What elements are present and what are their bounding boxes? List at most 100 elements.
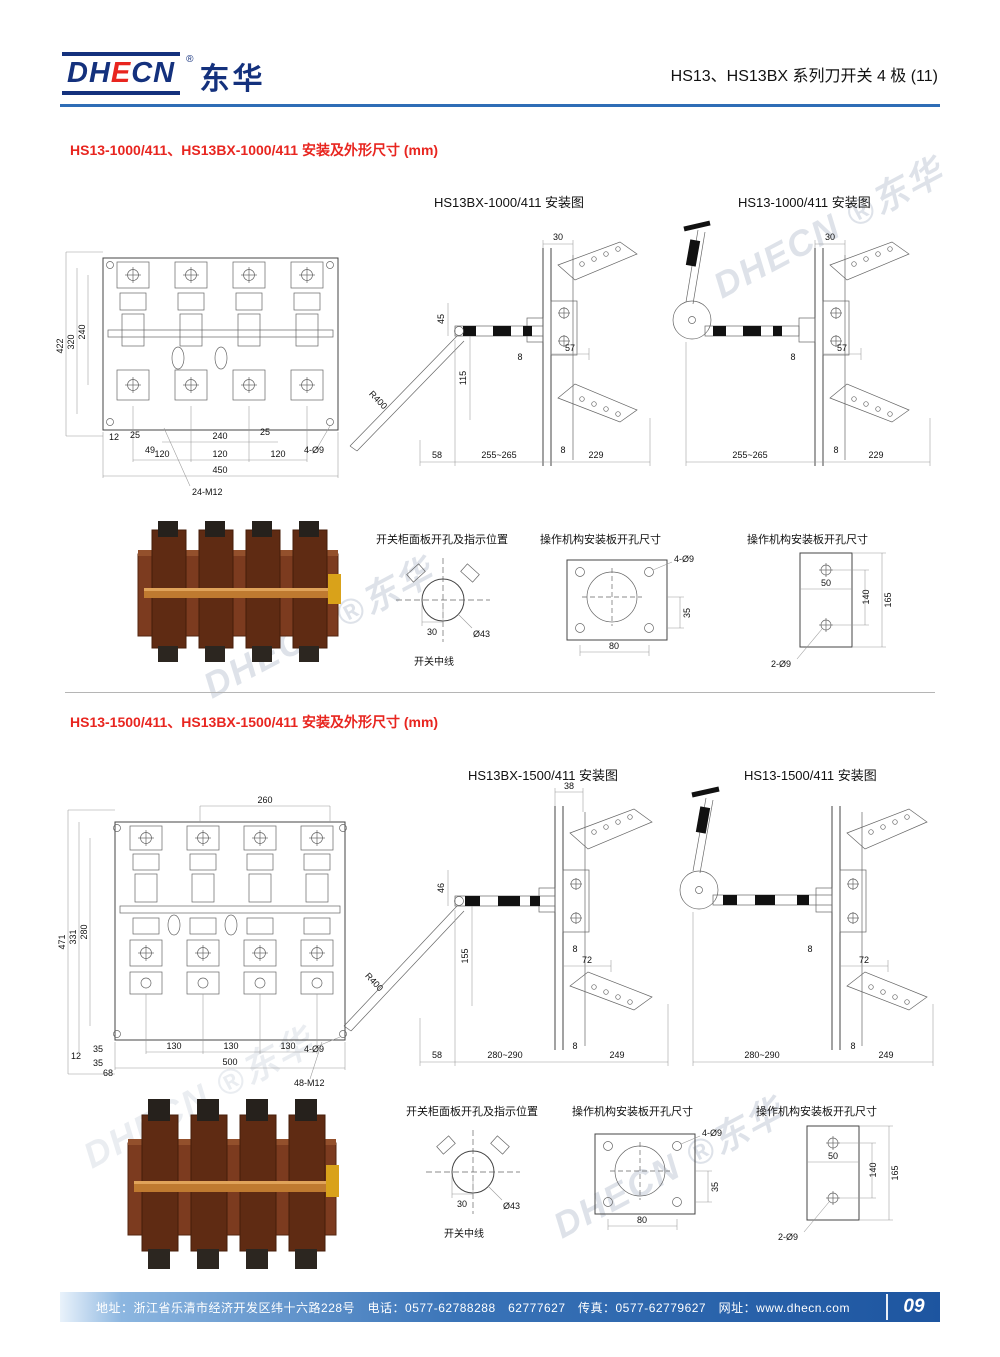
hs-lever: [672, 220, 712, 340]
drawing-title-bx-1000: HS13BX-1000/411 安装图: [434, 195, 585, 210]
brand-logo: DHECN ® 东华: [62, 52, 266, 98]
dimension-lines: [419, 788, 669, 1066]
dimension-lines: [579, 561, 684, 656]
dimension-labels: 30 57 8 8 255~265 229: [732, 232, 883, 460]
dim-130c: 130: [280, 1041, 295, 1051]
dim-12: 12: [71, 1051, 81, 1061]
operating-shaft: [704, 325, 800, 337]
blade-lower: [557, 383, 638, 423]
dim-68: 68: [103, 1068, 113, 1078]
dim-8a: 8: [790, 352, 795, 362]
footer-bar: 地址：浙江省乐清市经济开发区纬十六路228号 电话：0577-62788288 …: [60, 1292, 940, 1322]
footer-contact-info: 地址：浙江省乐清市经济开发区纬十六路228号 电话：0577-62788288 …: [96, 1300, 850, 1315]
dimension-lines: [421, 604, 473, 629]
dim-260: 260: [257, 795, 272, 805]
dim-50: 50: [821, 578, 831, 588]
dim-422: 422: [55, 338, 65, 353]
dim-450: 450: [212, 465, 227, 475]
plate2-title-1: 操作机构安装板开孔尺寸: [747, 534, 868, 546]
dimension-labels: 30 45 115 57 8 8 58 255~265 229 R400: [367, 232, 603, 460]
front-view-1500: 260 471 331 280 35 12 35 68 130 130 130 …: [57, 795, 347, 1088]
panel-cutout-diagram-1: 30 Ø43 开关中线: [396, 558, 490, 668]
dim-80: 80: [609, 641, 619, 651]
dim-115: 115: [458, 371, 468, 385]
blade-upper: [557, 241, 638, 281]
dim-d43: Ø43: [473, 629, 490, 639]
blade-upper: [846, 808, 928, 850]
dim-80: 80: [637, 1215, 647, 1225]
dim-8b: 8: [850, 1041, 855, 1051]
section2-title: HS13-1500/411、HS13BX-1500/411 安装及外形尺寸 (m…: [70, 714, 439, 730]
dim-r400: R400: [367, 389, 389, 411]
dim-8a: 8: [572, 944, 577, 954]
dim-72: 72: [582, 955, 592, 965]
logo-dh: DH: [67, 57, 111, 89]
bx-handle: [343, 905, 465, 1032]
dim-8b: 8: [833, 445, 838, 455]
dim-500: 500: [222, 1057, 237, 1067]
dim-240v: 240: [77, 324, 87, 339]
blade-lower: [829, 383, 910, 423]
dim-320: 320: [66, 334, 76, 349]
dim-35b: 35: [93, 1058, 103, 1068]
dim-8a: 8: [517, 352, 522, 362]
operating-shaft: [454, 895, 556, 907]
product-photo-1000: [137, 521, 341, 662]
drawing-title-hs-1000: HS13-1000/411 安装图: [738, 195, 871, 210]
dim-2-d9: 2-Ø9: [771, 659, 791, 669]
page-number: 09: [886, 1294, 940, 1320]
cutout-title-1: 开关柜面板开孔及指示位置: [376, 534, 508, 546]
dim-45: 45: [436, 314, 446, 324]
dim-50: 50: [828, 1151, 838, 1161]
dim-471: 471: [57, 934, 67, 949]
blade-lower: [846, 971, 928, 1011]
panel-and-mech: [798, 248, 850, 466]
dim-120b: 120: [212, 449, 227, 459]
dim-280-290: 280~290: [487, 1050, 522, 1060]
plate2-title-2: 操作机构安装板开孔尺寸: [756, 1106, 877, 1118]
mech-plate2-diagram-2: 50 140 165 2-Ø9: [778, 1125, 900, 1242]
dim-249: 249: [609, 1050, 624, 1060]
dim-4-d9: 4-Ø9: [702, 1128, 722, 1138]
plate-holes: [575, 567, 654, 633]
dim-72: 72: [859, 955, 869, 965]
front-view-1000: 422 320 240 12 25 49 240 25 120 120 120 …: [55, 251, 339, 497]
side-view-bx-1500: 38 46 155 72 8 8 58 280~290 249 R400: [343, 781, 669, 1066]
dimension-lines: [607, 1135, 712, 1230]
switch-body: [102, 257, 339, 431]
dim-8a: 8: [807, 944, 812, 954]
operating-shaft: [712, 894, 833, 906]
dimension-lines: [67, 805, 346, 1080]
dim-46: 46: [436, 883, 446, 893]
dim-4-d9: 4-Ø9: [304, 445, 324, 455]
dim-165: 165: [883, 592, 893, 607]
dim-57: 57: [565, 343, 575, 353]
mech-plate-diagram-1: 4-Ø9 35 80: [566, 554, 694, 656]
dimension-lines: [451, 1176, 503, 1201]
dimension-labels: 72 8 8 280~290 249: [744, 944, 893, 1060]
dimension-lines: [796, 552, 886, 660]
dim-4-d9: 4-Ø9: [674, 554, 694, 564]
logo-mark: DHECN: [62, 52, 181, 95]
mech-plate-diagram-2: 4-Ø9 35 80: [594, 1128, 722, 1230]
dim-4-d9: 4-Ø9: [304, 1044, 324, 1054]
product-photo-1500: [127, 1099, 339, 1269]
blade-lower: [569, 971, 653, 1011]
dimension-lines: [803, 1125, 893, 1233]
plate2-holes: [826, 1136, 840, 1205]
dim-48-M12: 48-M12: [294, 1078, 325, 1088]
section-divider: [65, 692, 935, 693]
mech-plate2-diagram-1: 50 140 165 2-Ø9: [771, 552, 893, 669]
dim-229: 229: [588, 450, 603, 460]
dim-35a: 35: [93, 1044, 103, 1054]
dim-120a: 120: [154, 449, 169, 459]
dim-30: 30: [825, 232, 835, 242]
dim-8b: 8: [572, 1041, 577, 1051]
centerline-label: 开关中线: [414, 655, 454, 668]
dimension-lines: [65, 251, 339, 487]
blade-upper: [829, 241, 910, 281]
drawing-title-hs-1500: HS13-1500/411 安装图: [744, 768, 877, 783]
dim-255-265: 255~265: [481, 450, 516, 460]
dim-130a: 130: [166, 1041, 181, 1051]
